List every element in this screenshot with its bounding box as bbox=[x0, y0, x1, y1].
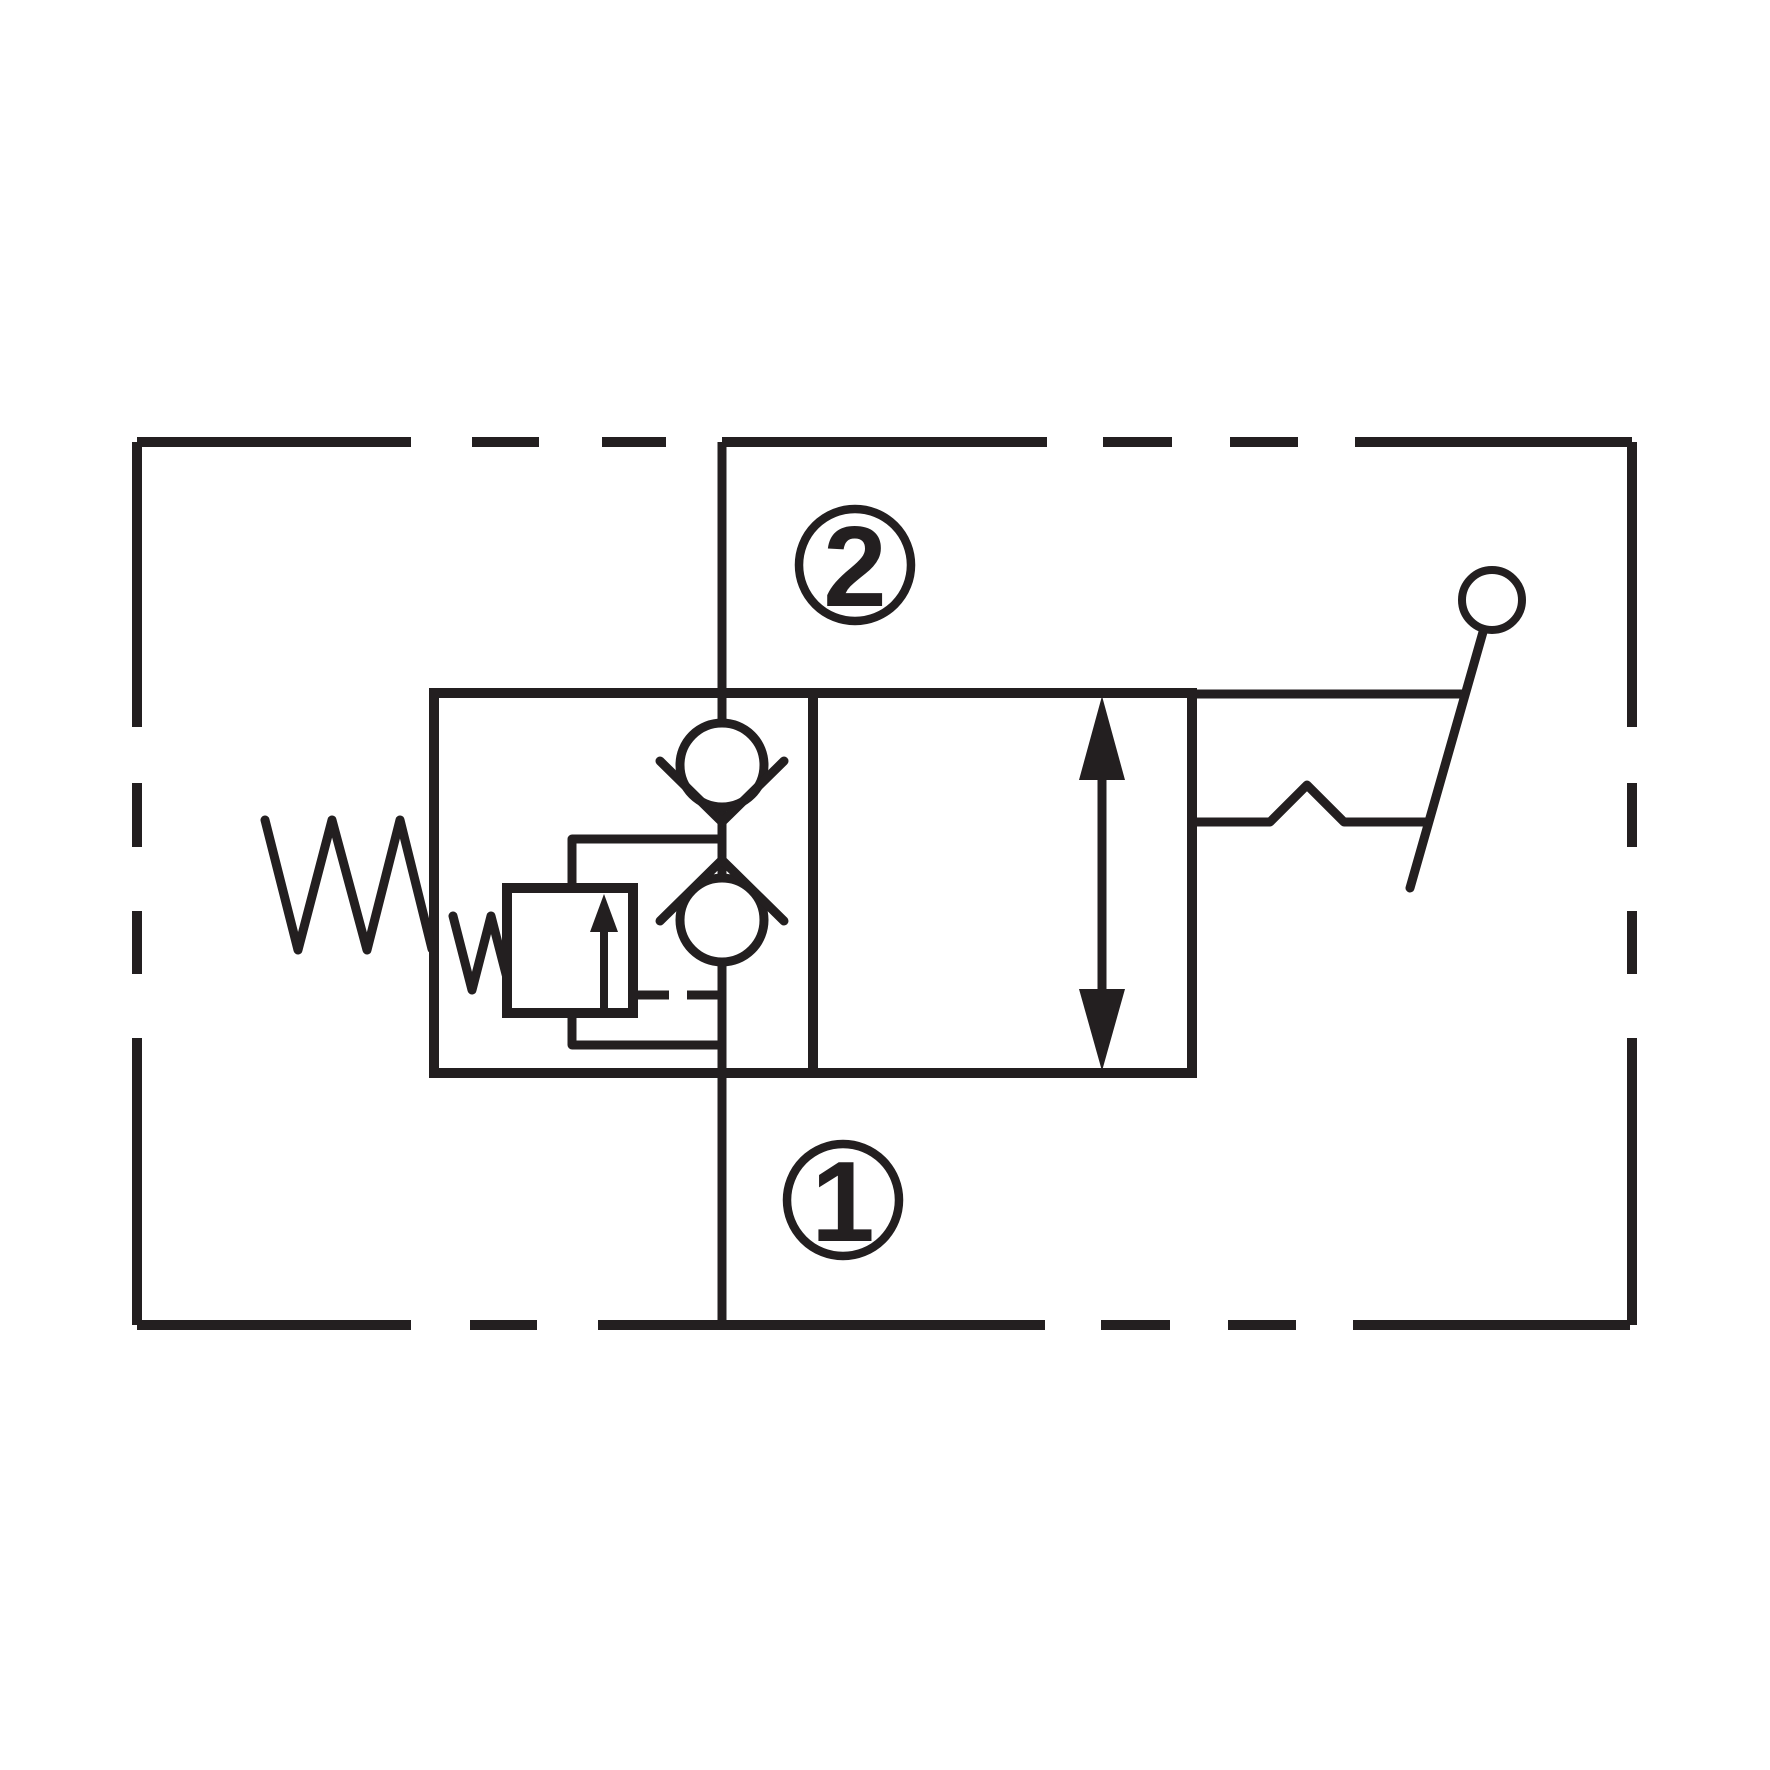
port-1-label: 1 bbox=[811, 1139, 874, 1266]
relief-flow-arrow-icon bbox=[590, 894, 618, 1008]
check-seat-upper-icon bbox=[655, 756, 789, 827]
lever-rod-icon bbox=[1405, 627, 1488, 893]
pilot-spring-icon bbox=[448, 911, 512, 995]
valve-envelope bbox=[429, 688, 1197, 1078]
check-ball-upper-icon bbox=[675, 718, 769, 812]
port-2-label: 2 bbox=[823, 504, 886, 631]
pilot-relief-valve bbox=[448, 834, 722, 1050]
detent-notch-icon bbox=[1192, 780, 1428, 827]
main-spring-icon bbox=[260, 815, 437, 955]
boundary-dashed-box bbox=[132, 437, 1637, 1330]
port-2-badge: 2 bbox=[794, 504, 916, 631]
lever-actuator bbox=[1192, 566, 1526, 893]
port-1-badge: 1 bbox=[782, 1139, 904, 1266]
relief-drain-line bbox=[567, 1013, 722, 1050]
pilot-tap-line bbox=[567, 834, 722, 888]
relief-valve-box bbox=[502, 883, 638, 1018]
check-seat-lower-icon bbox=[655, 855, 789, 926]
check-valve-upper bbox=[655, 718, 789, 827]
port-2-circle bbox=[794, 504, 916, 626]
check-valve-lower bbox=[655, 855, 789, 967]
check-ball-lower-icon bbox=[675, 873, 769, 967]
flow-double-arrow-icon bbox=[1079, 696, 1125, 1071]
lever-knob-icon bbox=[1458, 566, 1526, 634]
port-1-circle bbox=[782, 1139, 904, 1261]
